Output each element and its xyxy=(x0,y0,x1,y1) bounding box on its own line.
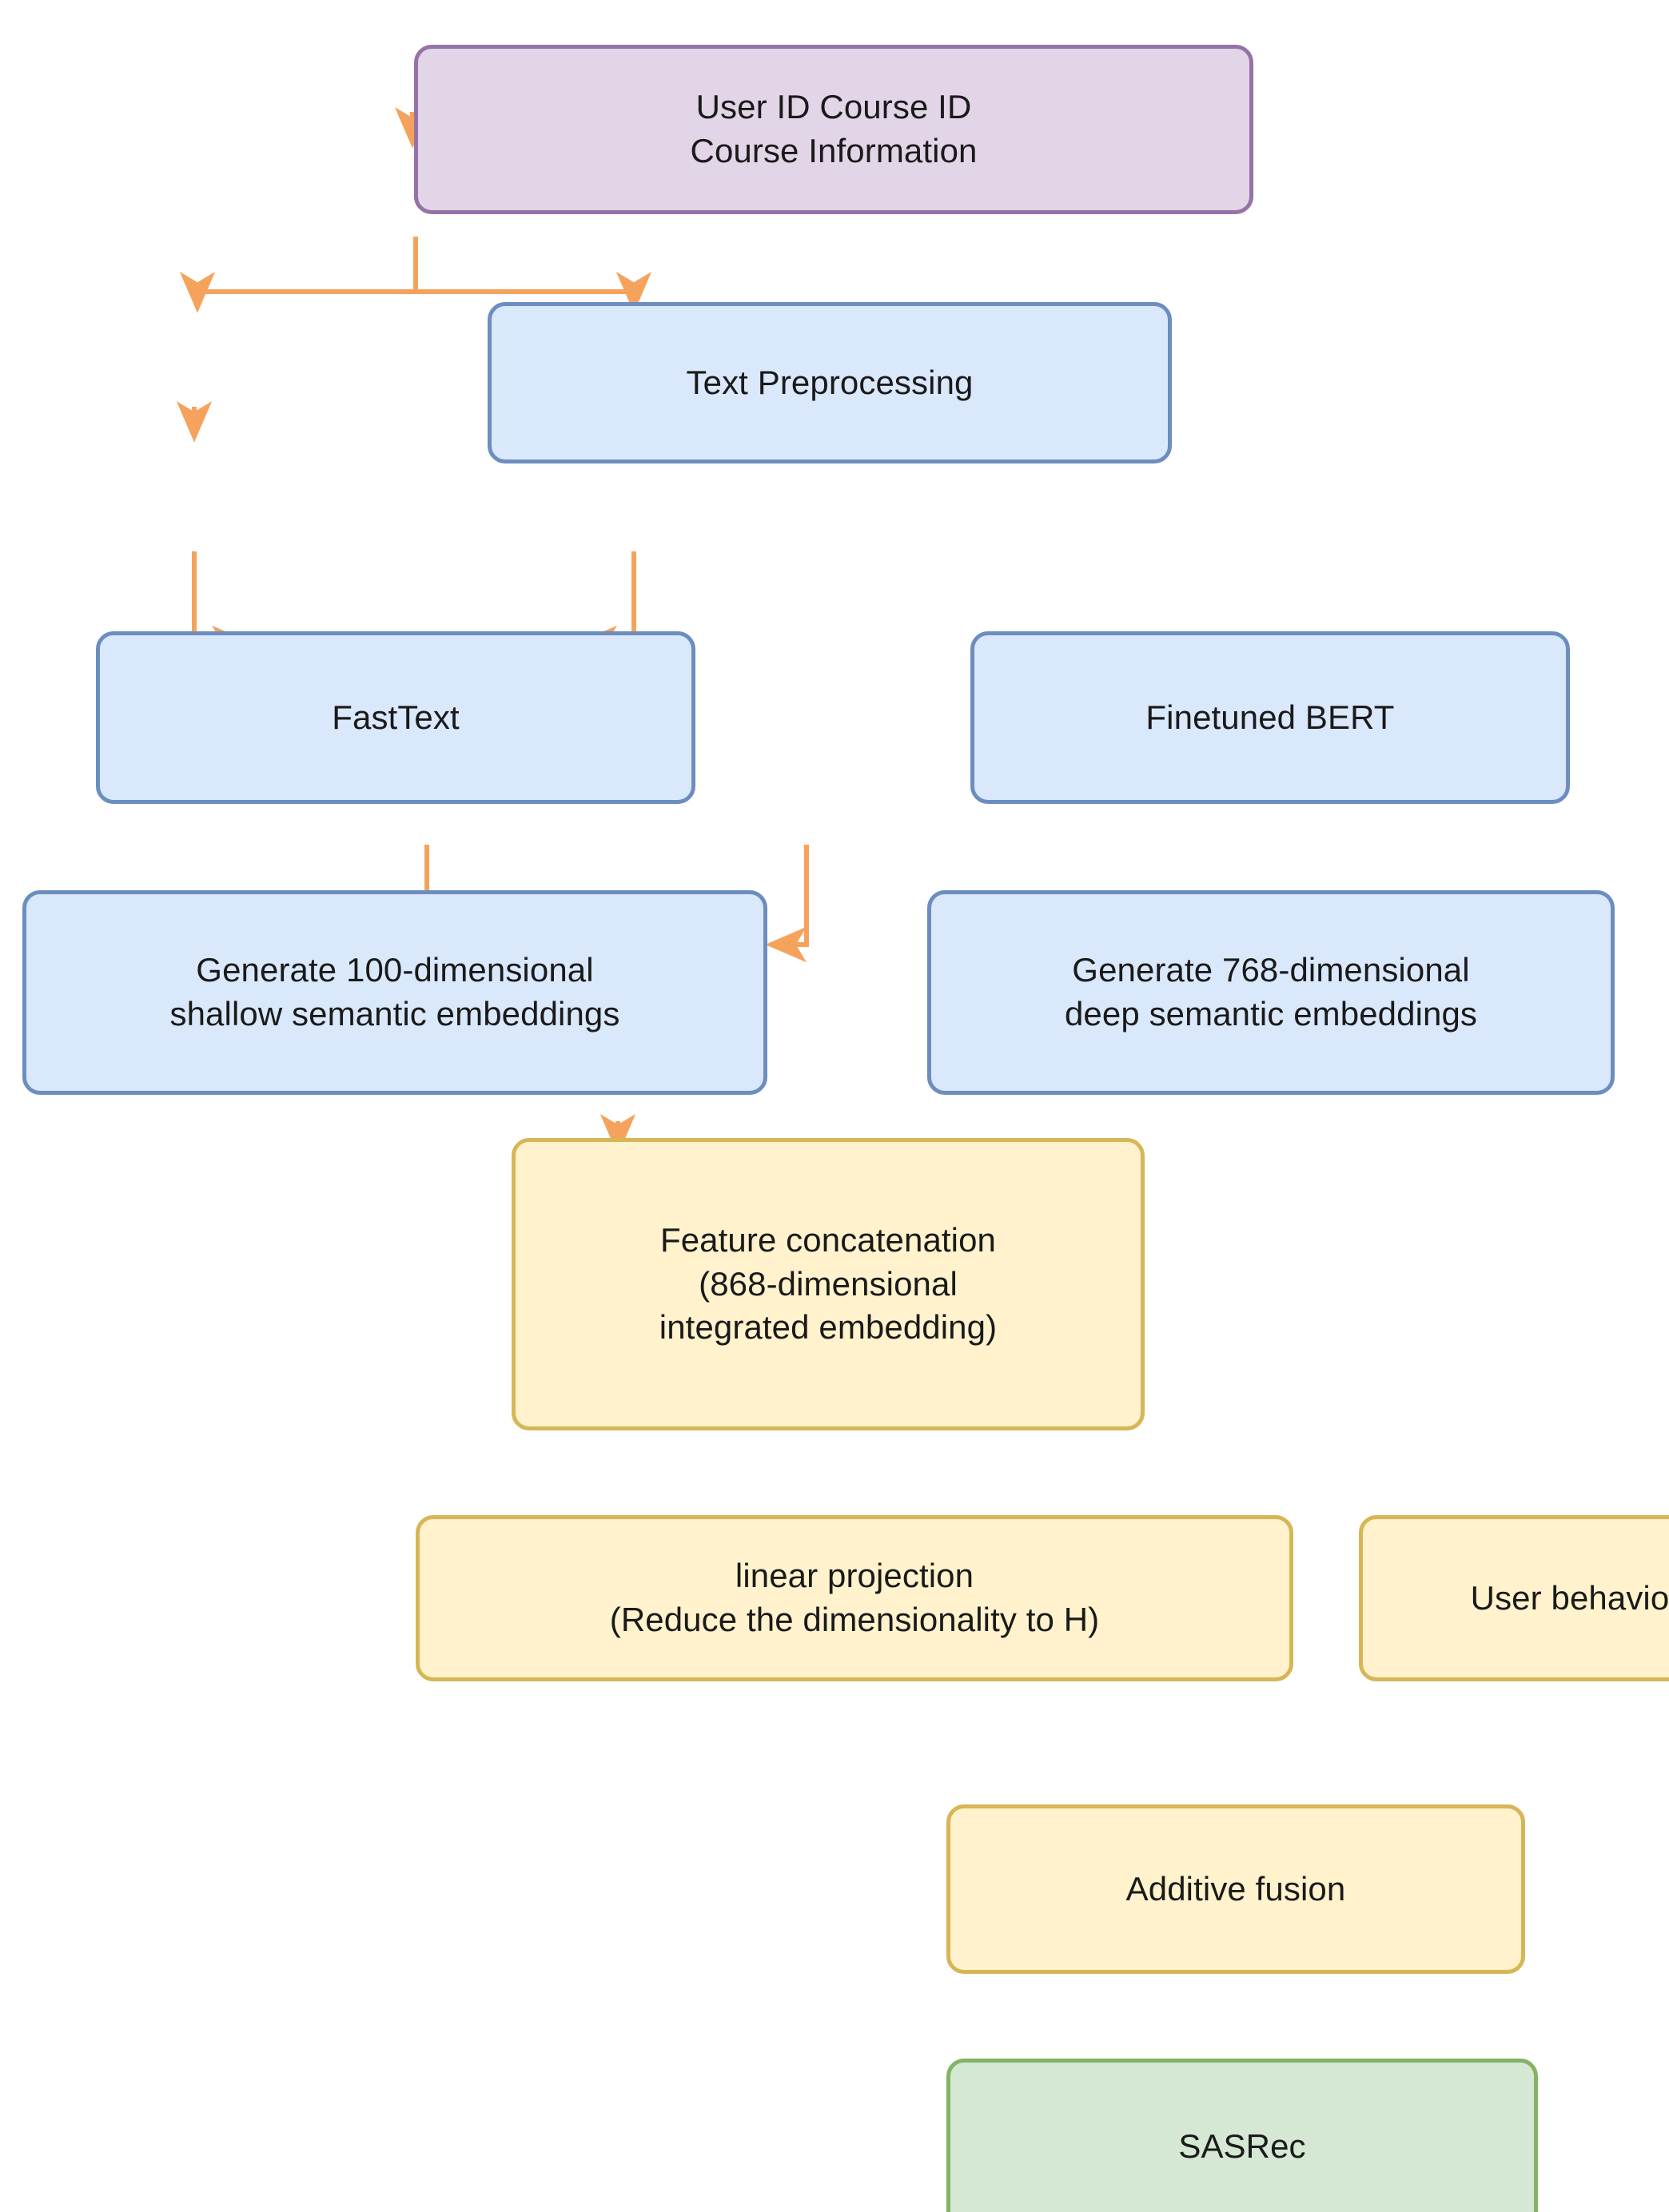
node-deep-embeddings[interactable]: Generate 768-dimensional deep semantic e… xyxy=(927,890,1615,1095)
node-feature-concatenation-label: Feature concatenation (868-dimensional i… xyxy=(659,1221,998,1347)
node-deep-embeddings-label: Generate 768-dimensional deep semantic e… xyxy=(1064,951,1478,1032)
edge-deep-embeddings-to-feature-concatenation xyxy=(576,551,636,662)
node-user-behavior-data[interactable]: User behavior data xyxy=(1359,1515,1669,1681)
node-fasttext[interactable]: FastText xyxy=(96,631,695,804)
node-input[interactable]: User ID Course ID Course Information xyxy=(414,45,1253,214)
node-shallow-embeddings[interactable]: Generate 100-dimensional shallow semanti… xyxy=(22,890,767,1095)
node-fasttext-label: FastText xyxy=(332,698,460,736)
node-text-preprocessing-label: Text Preprocessing xyxy=(686,363,974,401)
edge-text-preprocessing-split-right xyxy=(413,237,652,313)
node-user-behavior-data-label: User behavior data xyxy=(1470,1578,1669,1617)
node-additive-fusion[interactable]: Additive fusion xyxy=(946,1804,1525,1974)
node-input-label: User ID Course ID Course Information xyxy=(690,88,978,169)
node-sasrec-label: SASRec xyxy=(1178,2126,1306,2165)
node-shallow-embeddings-label: Generate 100-dimensional shallow semanti… xyxy=(169,951,620,1032)
node-sasrec[interactable]: SASRec xyxy=(946,2059,1538,2212)
node-finetuned-bert[interactable]: Finetuned BERT xyxy=(970,631,1570,804)
edge-shallow-embeddings-to-feature-concatenation xyxy=(192,551,253,662)
edge-text-preprocessing-split-left xyxy=(179,237,418,313)
node-linear-projection-label: linear projection (Reduce the dimensiona… xyxy=(609,1557,1100,1638)
edge-user-behavior-data-to-additive-fusion xyxy=(765,845,809,963)
node-text-preprocessing[interactable]: Text Preprocessing xyxy=(488,302,1172,463)
node-feature-concatenation[interactable]: Feature concatenation (868-dimensional i… xyxy=(512,1138,1145,1430)
node-finetuned-bert-label: Finetuned BERT xyxy=(1145,698,1395,736)
node-additive-fusion-label: Additive fusion xyxy=(1125,1869,1346,1908)
node-linear-projection[interactable]: linear projection (Reduce the dimensiona… xyxy=(416,1515,1293,1681)
